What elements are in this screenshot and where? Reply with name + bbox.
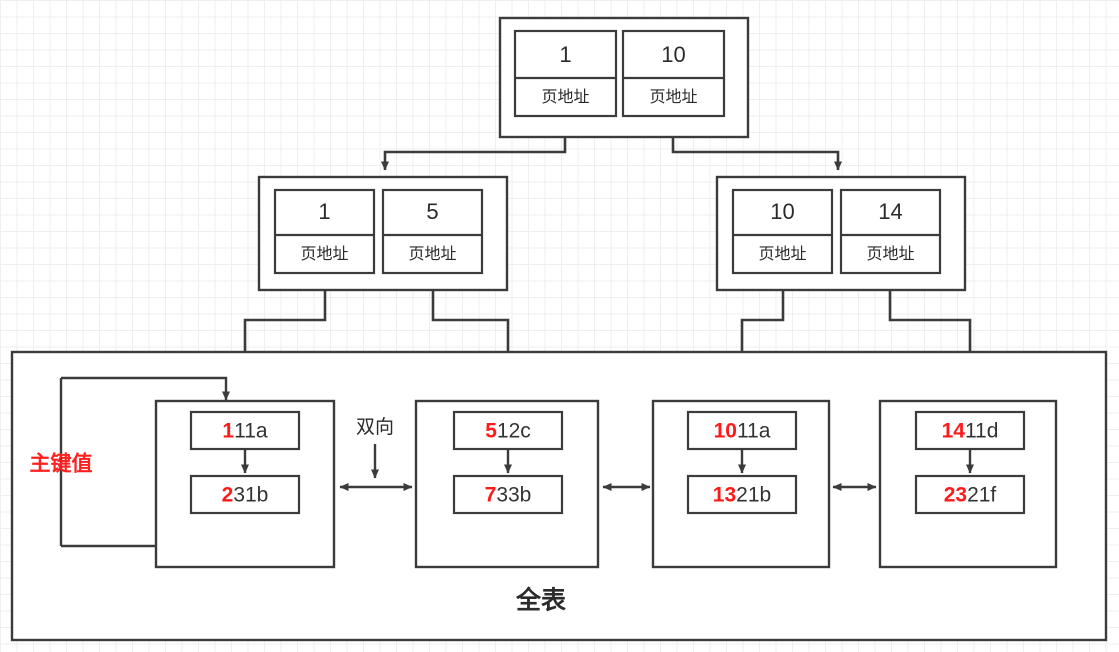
- internal-right-cell-1-box: [839, 188, 942, 275]
- internal-left-cell-0-key: 1: [318, 199, 330, 224]
- leaf-page-3-row-0-rest: 11a: [737, 419, 771, 442]
- internal-left-cell-1-box: [381, 188, 484, 275]
- leaf-page-4-row-1-box: [914, 474, 1026, 515]
- leaf-page-1[interactable]: 111a 231b: [154, 399, 336, 569]
- primary-key-callout-top: [61, 376, 230, 401]
- leaf-page-1-row-0-rest: 11a: [234, 419, 268, 442]
- internal-left-cell-0[interactable]: 1 页地址: [273, 188, 376, 275]
- internal-left-cell-1-key: 5: [426, 199, 438, 224]
- leaf-page-4[interactable]: 1411d 2321f: [878, 399, 1058, 569]
- leaf-page-1-row-1-rest: 31b: [233, 483, 268, 506]
- root-cell-1-key: 10: [661, 42, 685, 67]
- leaf-page-2-row-0-pk: 5: [485, 419, 497, 442]
- leaf-page-1-row-1: 231b: [222, 483, 269, 506]
- leaf-page-3-row-1-box: [686, 474, 798, 515]
- leaf-page-3-row-0-pk: 10: [714, 419, 737, 442]
- leaf-page-2-row-1: 733b: [485, 483, 532, 506]
- leaf-page-2-row-1-rest: 33b: [496, 483, 531, 506]
- leaf-page-3-row-1-rest: 21b: [736, 483, 771, 506]
- internal-right-cell-1-pointer-label: 页地址: [866, 245, 914, 263]
- full-table-title: 全表: [515, 586, 567, 615]
- leaf-page-2-row-1-pk: 7: [485, 483, 497, 506]
- leaf-page-1-row-0: 111a: [222, 419, 267, 442]
- internal-node-left[interactable]: 1 页地址 5 页地址: [257, 175, 509, 292]
- root-index-node[interactable]: 1 页地址 10 页地址: [498, 16, 750, 139]
- primary-key-label: 主键值: [30, 452, 93, 476]
- internal-left-cell-0-box: [273, 188, 376, 275]
- leaf-page-3-row-1: 1321b: [713, 483, 771, 506]
- leaf-page-1-row-1-pk: 2: [222, 483, 234, 506]
- root-cell-0-box: [513, 29, 618, 118]
- internal-right-cell-0[interactable]: 10 页地址: [731, 188, 834, 275]
- internal-left-cell-1-pointer-label: 页地址: [408, 245, 456, 263]
- internal-node-right[interactable]: 10 页地址 14 页地址: [715, 175, 967, 292]
- leaf-page-4-row-1-rest: 21f: [967, 483, 996, 506]
- leaf-page-4-row-0-pk: 14: [942, 419, 966, 442]
- edge-root-c1-to-internal-left: [381, 137, 567, 171]
- internal-left-cell-0-pointer-label: 页地址: [300, 245, 348, 263]
- internal-left-cell-1[interactable]: 5 页地址: [381, 188, 484, 275]
- leaf-page-2-row-0: 512c: [485, 419, 531, 442]
- root-cell-1-box: [621, 29, 726, 118]
- root-cell-0-pointer-label: 页地址: [541, 88, 589, 106]
- leaf-page-2-row-1-box: [452, 474, 564, 515]
- leaf-page-4-row-0-rest: 11d: [965, 419, 998, 442]
- internal-right-cell-0-box: [731, 188, 834, 275]
- internal-right-cell-0-pointer-label: 页地址: [758, 245, 806, 263]
- edge-root-c2-to-internal-right: [671, 137, 842, 171]
- leaf-page-4-row-0: 1411d: [942, 419, 999, 442]
- leaf-page-3[interactable]: 1011a 1321b: [651, 399, 831, 569]
- leaf-page-1-row-1-box: [189, 474, 301, 515]
- leaf-page-4-row-1-pk: 23: [944, 483, 967, 506]
- leaf-page-1-row-0-pk: 1: [222, 419, 234, 442]
- leaf-page-2-row-0-rest: 12c: [497, 419, 531, 442]
- internal-right-cell-1-key: 14: [878, 199, 902, 224]
- leaf-page-2-row-0-box: [452, 410, 564, 451]
- leaf-page-2[interactable]: 512c 733b: [414, 399, 600, 569]
- root-cell-0-key: 1: [559, 42, 571, 67]
- root-node-cell-0[interactable]: 1 页地址: [513, 29, 618, 118]
- internal-right-cell-0-key: 10: [770, 199, 794, 224]
- root-cell-1-pointer-label: 页地址: [649, 88, 697, 106]
- bidirectional-label: 双向: [356, 416, 394, 438]
- leaf-page-4-row-1: 2321f: [944, 483, 997, 506]
- leaf-page-1-row-0-box: [189, 410, 301, 451]
- internal-right-cell-1[interactable]: 14 页地址: [839, 188, 942, 275]
- root-node-cell-1[interactable]: 10 页地址: [621, 29, 726, 118]
- connector-lines: [241, 137, 974, 399]
- leaf-page-3-row-0: 1011a: [714, 419, 771, 442]
- leaf-page-3-row-1-pk: 13: [713, 483, 736, 506]
